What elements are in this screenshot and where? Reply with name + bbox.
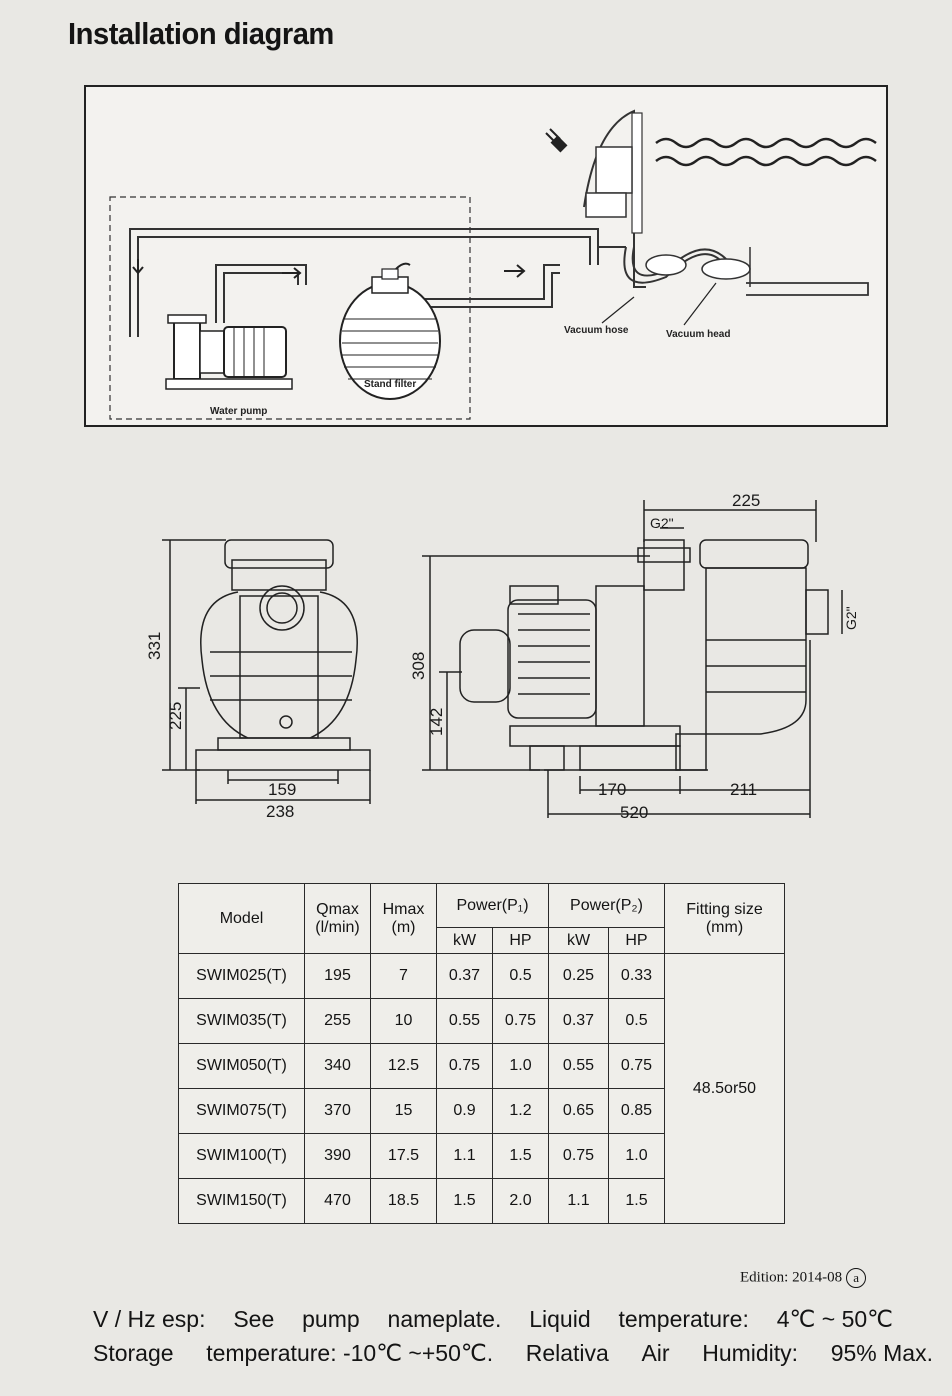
vacuum-head-label: Vacuum head — [666, 329, 730, 340]
water-pump-drawing — [165, 314, 293, 390]
side-inlet-top: G2" — [650, 515, 674, 531]
col-power-p1: Power(P₁) — [436, 883, 549, 928]
edition-mark: a — [846, 1268, 867, 1288]
stand-filter-label: Stand filter — [364, 379, 416, 390]
col-model: Model — [178, 883, 305, 954]
side-top-length: 225 — [732, 491, 760, 510]
page-title: Installation diagram — [68, 16, 334, 51]
edition-label: Edition: 2014-08 — [740, 1269, 843, 1286]
col-power-p2: Power(P₂) — [548, 883, 665, 928]
front-height-total: 331 — [145, 632, 164, 660]
water-pump-label: Water pump — [210, 406, 267, 417]
dimension-drawing: 331 225 159 238 308 142 225 G2" G2" 170 … — [145, 491, 859, 822]
installation-diagram: Water pump Stand filter Vacuum hose Vacu… — [84, 85, 888, 427]
fitting-size-value: 48.5or50 — [664, 953, 785, 1224]
footer-line-1: V / Hz esp: See pump nameplate. Liquid t… — [93, 1306, 893, 1332]
side-inlet-side: G2" — [843, 606, 859, 630]
front-base-outer: 238 — [266, 802, 294, 821]
front-height-axis: 225 — [166, 702, 185, 730]
side-base-right: 211 — [730, 780, 757, 799]
side-total-length: 520 — [620, 803, 648, 822]
table-header-row: Model Qmax(l/min) Hmax(m) Power(P₁) Powe… — [178, 883, 785, 954]
col-p1-kw: kW — [436, 927, 493, 954]
col-hmax: Hmax(m) — [370, 883, 437, 954]
footer-line-2: Storage temperature: -10℃ ~+50℃. Relativ… — [93, 1340, 933, 1366]
col-fitting: Fitting size(mm) — [664, 883, 785, 954]
col-p2-hp: HP — [608, 927, 665, 954]
side-height-axis: 142 — [427, 708, 446, 736]
installation-drawing: Water pump Stand filter Vacuum hose Vacu… — [109, 109, 877, 420]
table-subheader-row: kW HP kW HP — [179, 927, 785, 954]
side-base-left: 170 — [598, 780, 626, 799]
col-qmax: Qmax(l/min) — [304, 883, 371, 954]
col-p2-kw: kW — [548, 927, 609, 954]
side-height-total: 308 — [409, 652, 428, 680]
front-base-inner: 159 — [268, 780, 296, 799]
col-p1-hp: HP — [492, 927, 549, 954]
spec-table: Model Qmax(l/min) Hmax(m) Power(P₁) Powe… — [178, 883, 785, 1224]
vacuum-hose-label: Vacuum hose — [564, 325, 629, 336]
stand-filter-drawing — [339, 262, 441, 400]
